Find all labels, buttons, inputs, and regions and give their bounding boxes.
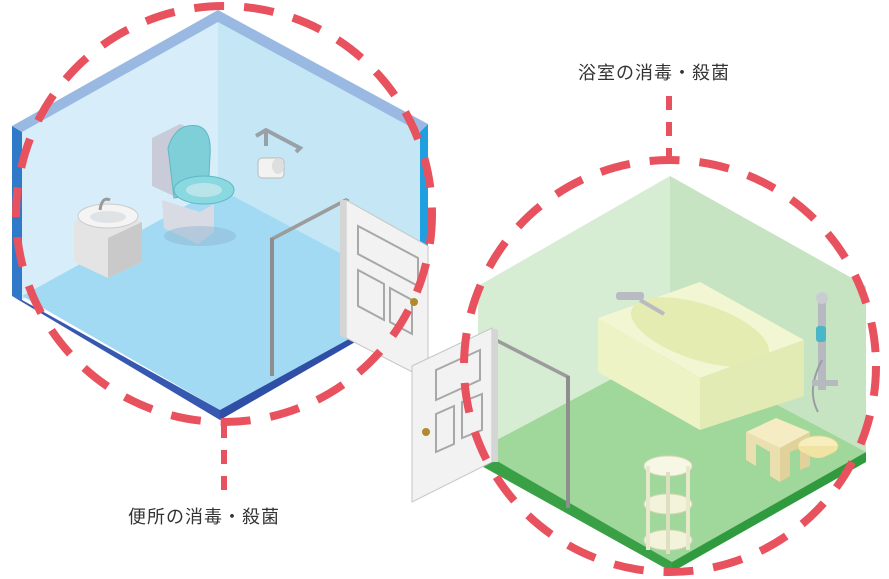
toilet-disinfection-label: 便所の消毒・殺菌 — [128, 507, 280, 528]
grab-bar-icon — [254, 127, 304, 154]
door-icon — [411, 327, 570, 508]
toilet-highlight-circle — [12, 2, 436, 426]
wash-basin-icon — [797, 435, 839, 458]
sink-icon — [74, 197, 142, 278]
bathroom-disinfection-label: 浴室の消毒・殺菌 — [578, 63, 730, 84]
door-icon — [270, 198, 429, 381]
shower-icon — [811, 292, 838, 413]
paper-holder-icon — [257, 157, 285, 179]
shelf-icon — [643, 455, 693, 554]
bathroom — [411, 176, 866, 572]
toilet-icon — [152, 124, 236, 246]
toilet-room — [12, 10, 429, 420]
faucet-icon — [616, 292, 666, 316]
bathtub-icon — [598, 282, 804, 430]
